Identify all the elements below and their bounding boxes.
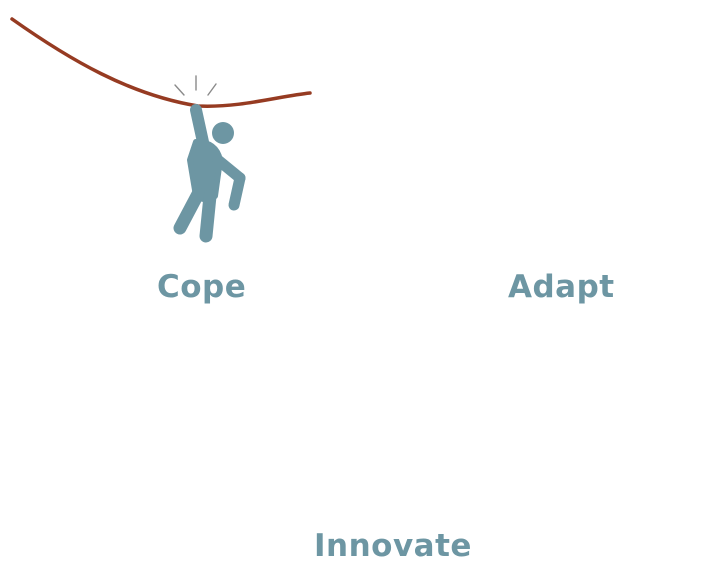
cope-rope	[10, 17, 312, 108]
cope-spark-icon	[174, 75, 217, 96]
cope-hanging-person-icon	[173, 104, 246, 243]
cope-label: Cope	[157, 269, 247, 305]
innovate-label: Innovate	[314, 528, 472, 564]
cope-scene	[10, 17, 312, 243]
adapt-label: Adapt	[508, 269, 615, 305]
